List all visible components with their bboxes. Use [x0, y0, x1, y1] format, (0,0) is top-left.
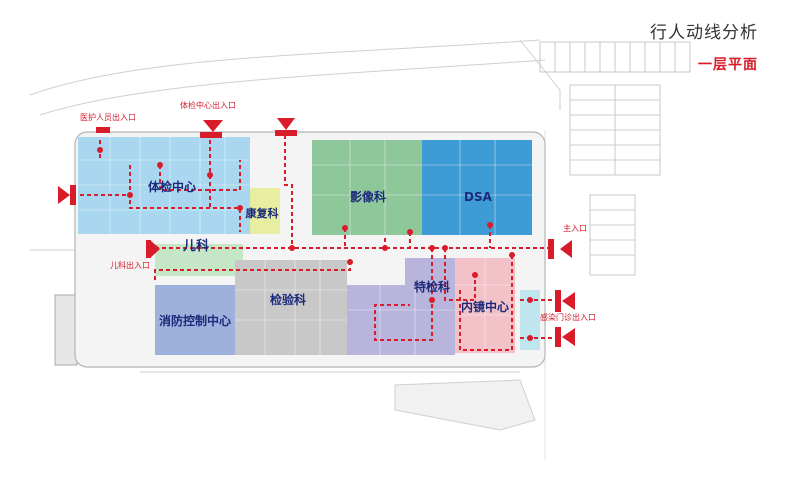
parking-area — [539, 41, 691, 276]
main-entrance-arrow — [560, 240, 572, 258]
entrance-markers — [58, 118, 575, 347]
infection-entrance-arrow — [562, 292, 575, 310]
label-special-exam: 特检科 — [414, 279, 450, 294]
zone-laboratory — [235, 260, 347, 355]
west-entrance-arrow — [58, 186, 70, 204]
label-endoscopy: 内镜中心 — [461, 299, 509, 314]
route-nodes — [97, 147, 533, 341]
room-lines — [78, 137, 532, 355]
zone-rehabilitation — [250, 188, 280, 234]
zone-dsa — [422, 140, 532, 235]
label-infection-entrance: 感染门诊出入口 — [540, 312, 596, 322]
top-entrance-arrow — [277, 118, 295, 130]
floor-subtitle: 一层平面 — [698, 57, 758, 73]
label-laboratory: 检验科 — [270, 292, 306, 307]
label-pediatric-entrance: 儿科出入口 — [110, 260, 150, 270]
label-dsa: DSA — [464, 190, 493, 204]
staff-entrance-marker — [96, 127, 110, 133]
zone-checkup-center — [78, 137, 250, 234]
label-checkup-center: 体检中心 — [148, 179, 196, 194]
pedestrian-routes — [80, 135, 555, 351]
zone-infection — [520, 290, 540, 350]
checkup-entrance-arrow — [203, 120, 223, 132]
zone-fire-control — [155, 285, 235, 355]
zone-imaging — [312, 140, 422, 235]
label-fire-control: 消防控制中心 — [159, 313, 231, 328]
label-imaging: 影像科 — [350, 189, 386, 204]
label-pediatrics: 儿科 — [182, 238, 209, 254]
zone-special-exam-2 — [405, 258, 455, 288]
left-annex — [54, 294, 78, 366]
label-rehabilitation: 康复科 — [246, 206, 279, 220]
label-staff-entrance: 医护人员出入口 — [80, 112, 136, 122]
zone-special-exam — [347, 285, 455, 355]
label-checkup-entrance: 体检中心出入口 — [180, 100, 236, 110]
label-main-entrance: 主入口 — [563, 223, 587, 233]
page-title: 行人动线分析 — [650, 23, 758, 43]
